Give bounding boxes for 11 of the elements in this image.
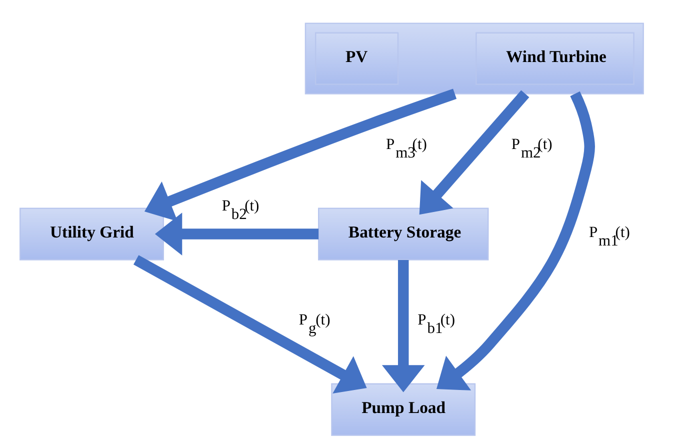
arrow bbox=[144, 88, 457, 221]
node-box: PV bbox=[315, 32, 399, 84]
arrow bbox=[382, 260, 425, 392]
arrow bbox=[419, 90, 530, 214]
node-box: Battery Storage bbox=[318, 207, 489, 260]
node-box: Pump Load bbox=[331, 382, 476, 436]
node-box: Utility Grid bbox=[20, 207, 164, 260]
arrow bbox=[436, 90, 595, 390]
node-box: Wind Turbine bbox=[476, 32, 634, 84]
arrow bbox=[154, 212, 319, 255]
cluster bbox=[304, 22, 644, 94]
